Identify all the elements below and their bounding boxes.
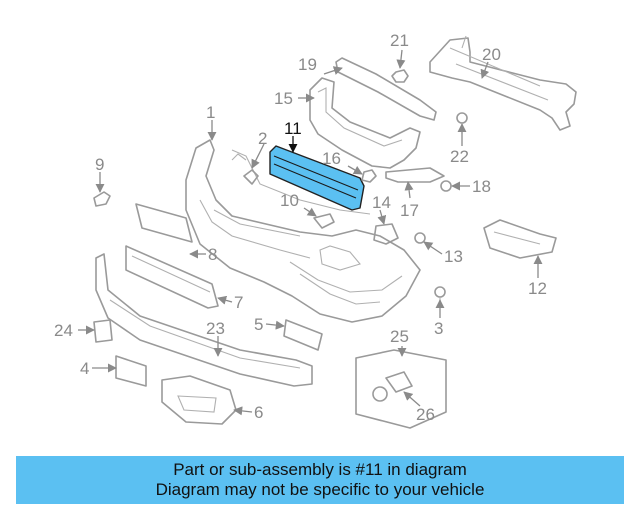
label-part-7: 7 (234, 293, 243, 312)
banner-line-1: Part or sub-assembly is #11 in diagram (173, 460, 467, 479)
part-20-support-beam (429, 35, 577, 131)
label-part-9: 9 (95, 155, 104, 174)
part-8-plate-bracket (135, 203, 193, 243)
label-part-26: 26 (416, 405, 435, 424)
label-part-6: 6 (254, 403, 263, 422)
part-2-clip (243, 169, 259, 185)
part-23-spoiler (95, 253, 313, 387)
parts-diagram: 1 2 11 9 10 19 15 21 20 22 16 17 18 14 1… (54, 31, 577, 429)
part-17-bracket (385, 167, 445, 183)
part-4-trim (115, 355, 147, 387)
label-part-12: 12 (528, 279, 547, 298)
label-part-16: 16 (322, 149, 341, 168)
part-7-lower-grille (125, 245, 219, 309)
info-banner: Part or sub-assembly is #11 in diagram D… (16, 456, 624, 504)
label-part-19: 19 (298, 55, 317, 74)
leader-lines (78, 49, 543, 416)
banner-line-2: Diagram may not be specific to your vehi… (155, 480, 485, 499)
part-5-trim (283, 319, 323, 351)
part-1-bumper-cover (185, 139, 421, 323)
label-part-14: 13 (444, 247, 463, 266)
label-part-23: 23 (206, 319, 225, 338)
label-part-1: 1 (206, 103, 215, 122)
label-part-21: 21 (390, 31, 409, 50)
label-part-2: 2 (258, 129, 267, 148)
label-part-4: 4 (80, 359, 89, 378)
label-part-20: 20 (482, 45, 501, 64)
part-24-reflector (93, 319, 113, 343)
part-26-sensor (372, 371, 413, 402)
part-16-clip (361, 169, 377, 183)
label-part-22: 22 (450, 147, 469, 166)
part-19-bracket (335, 57, 437, 121)
label-part-5: 5 (254, 315, 263, 334)
part-18-bolt (440, 180, 452, 192)
part-9-bracket (93, 191, 111, 207)
part-21-clip (391, 69, 409, 83)
label-part-3: 3 (434, 319, 443, 338)
label-part-10: 10 (280, 191, 299, 210)
label-part-18: 18 (472, 177, 491, 196)
label-part-8: 8 (208, 245, 217, 264)
part-25-sensor-inset (355, 349, 447, 429)
label-part-17: 17 (400, 201, 419, 220)
part-14-bolt (414, 232, 426, 244)
label-part-24: 24 (54, 321, 73, 340)
part-12-lamp-cover (483, 219, 557, 259)
part-15-grille-frame (309, 77, 421, 169)
label-part-11: 11 (284, 119, 302, 138)
part-10-cover (313, 213, 335, 229)
label-part-13: 14 (372, 193, 391, 212)
part-13-bracket (373, 223, 399, 245)
label-part-25: 25 (390, 327, 409, 346)
label-part-15: 15 (274, 89, 293, 108)
part-6-bezel (161, 375, 237, 425)
